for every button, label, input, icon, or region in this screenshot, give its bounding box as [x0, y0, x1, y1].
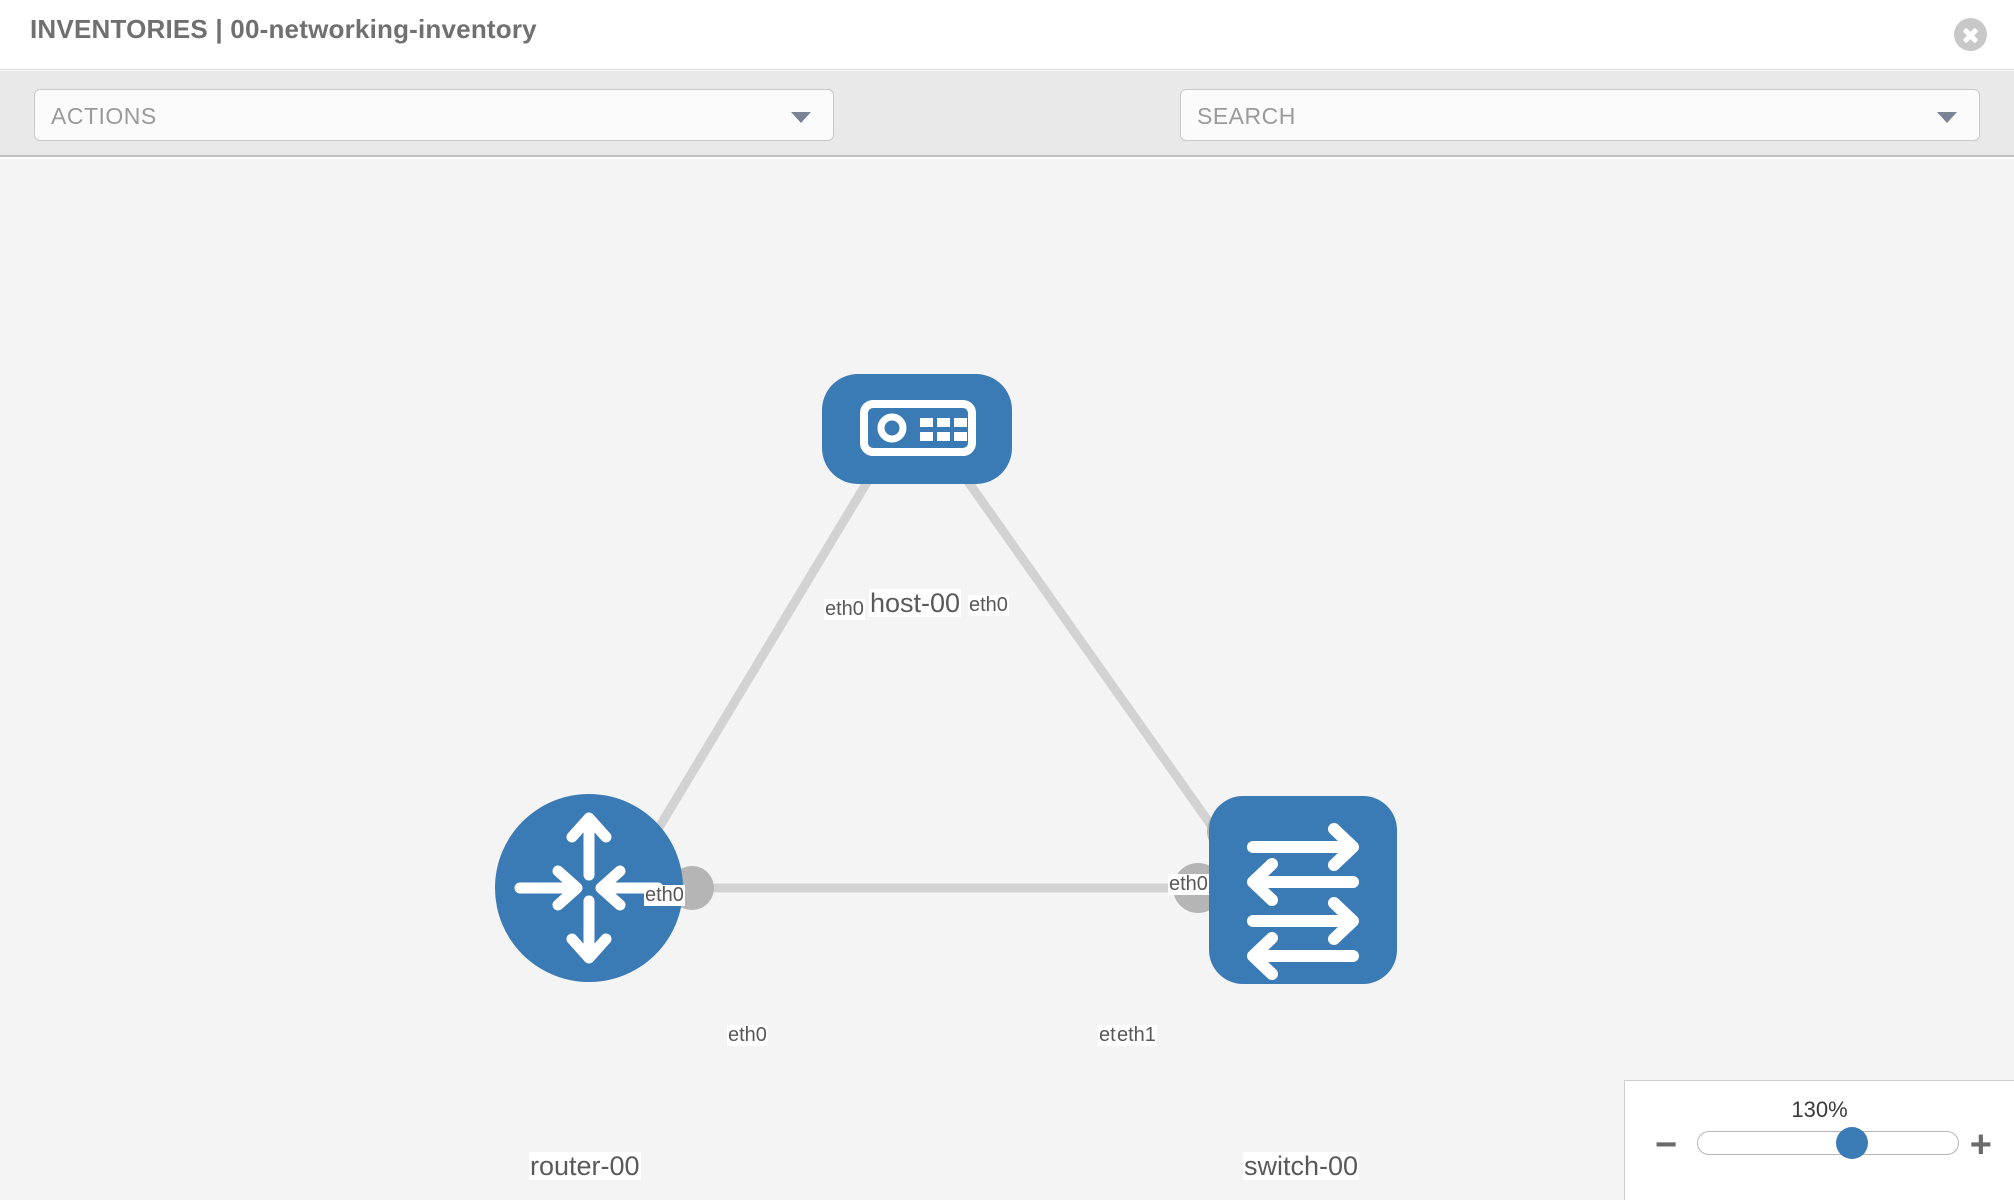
node-switch-00 [1209, 796, 1397, 984]
iface-label-router-up: eth0 [644, 884, 685, 906]
search-placeholder: SEARCH [1197, 103, 1296, 129]
chevron-down-icon [791, 112, 811, 123]
server-icon [860, 400, 976, 456]
zoom-level-value: 130% [1791, 1097, 1848, 1122]
edge-host-switch [948, 456, 1239, 862]
iface-label-host-right: eth0 [968, 594, 1009, 616]
close-icon[interactable] [1954, 18, 1987, 51]
node-label-host-00: host-00 [869, 588, 962, 618]
router-arrows-icon [514, 812, 664, 964]
search-input[interactable]: SEARCH [1180, 89, 1980, 141]
page-header: INVENTORIES | 00-networking-inventory [0, 0, 2014, 70]
iface-label-router-mid: eth0 [727, 1024, 768, 1046]
iface-label-switch-mid-b: eth1 [1116, 1024, 1157, 1046]
zoom-out-button[interactable]: − [1655, 1124, 1678, 1166]
node-label-router-00: router-00 [529, 1151, 641, 1181]
page-title: INVENTORIES | 00-networking-inventory [30, 14, 537, 44]
zoom-slider-thumb[interactable] [1836, 1127, 1868, 1159]
zoom-in-button[interactable]: + [1969, 1124, 1992, 1166]
switch-arrows-icon [1247, 823, 1359, 980]
topology-canvas[interactable]: eth0 eth0 eth0 eth0 eth0 eth eth1 host-0… [0, 159, 2014, 1200]
node-host-00 [822, 374, 1012, 484]
zoom-control: 130% − + [1624, 1080, 2014, 1200]
iface-label-host-left: eth0 [824, 598, 865, 620]
node-router-00 [495, 794, 683, 982]
actions-dropdown[interactable]: ACTIONS [34, 89, 834, 141]
actions-dropdown-label: ACTIONS [51, 103, 157, 129]
topology-graph [495, 374, 1397, 984]
topology-edges [636, 456, 1239, 893]
chevron-down-icon [1937, 112, 1957, 123]
zoom-slider[interactable] [1697, 1127, 1959, 1159]
toolbar: ACTIONS SEARCH [0, 71, 2014, 203]
edge-host-router [636, 456, 885, 862]
iface-label-switch-up: eth0 [1168, 873, 1209, 895]
topology-sockets [670, 435, 1257, 913]
node-label-switch-00: switch-00 [1243, 1151, 1360, 1181]
